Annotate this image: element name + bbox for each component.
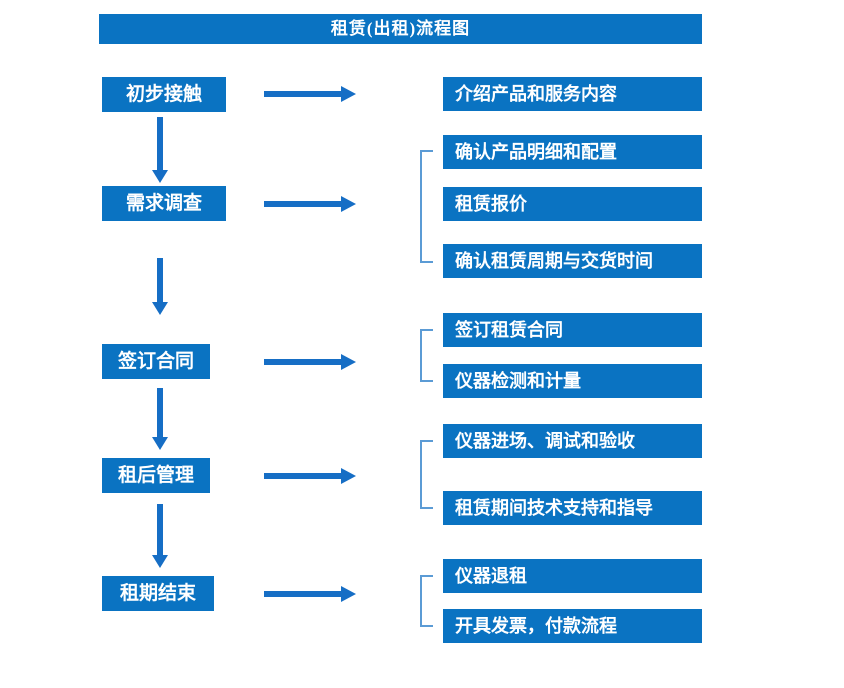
arrow-head	[341, 86, 356, 102]
detail-box-invoice-payment: 开具发票，付款流程	[443, 609, 702, 643]
arrow-shaft	[157, 504, 163, 556]
detail-box-instrument-testing: 仪器检测和计量	[443, 364, 702, 398]
down-arrow-icon	[152, 504, 168, 568]
arrow-shaft	[264, 473, 342, 479]
right-arrow-icon	[264, 468, 356, 484]
group-bracket	[420, 440, 433, 509]
step-box-requirement-survey: 需求调查	[102, 186, 226, 221]
arrow-shaft	[157, 117, 163, 171]
detail-box-sign-rental-contract: 签订租赁合同	[443, 313, 702, 347]
detail-box-instrument-return: 仪器退租	[443, 559, 702, 593]
detail-box-intro-product-services: 介绍产品和服务内容	[443, 77, 702, 111]
arrow-head	[341, 354, 356, 370]
right-arrow-icon	[264, 196, 356, 212]
arrow-shaft	[157, 388, 163, 438]
step-box-rental-end: 租期结束	[102, 576, 214, 611]
arrow-head	[341, 586, 356, 602]
step-box-initial-contact: 初步接触	[102, 77, 226, 112]
down-arrow-icon	[152, 258, 168, 315]
arrow-head	[152, 302, 168, 315]
right-arrow-icon	[264, 86, 356, 102]
step-box-contract-signing: 签订合同	[102, 344, 210, 379]
arrow-shaft	[264, 359, 342, 365]
group-bracket	[420, 150, 433, 263]
arrow-head	[152, 170, 168, 183]
arrow-shaft	[264, 91, 342, 97]
arrow-shaft	[264, 201, 342, 207]
arrow-head	[341, 196, 356, 212]
detail-box-confirm-product-config: 确认产品明细和配置	[443, 135, 702, 169]
arrow-shaft	[157, 258, 163, 303]
detail-box-rental-quote: 租赁报价	[443, 187, 702, 221]
detail-box-instrument-setup-acceptance: 仪器进场、调试和验收	[443, 424, 702, 458]
arrow-head	[341, 468, 356, 484]
down-arrow-icon	[152, 388, 168, 450]
arrow-shaft	[264, 591, 342, 597]
right-arrow-icon	[264, 354, 356, 370]
detail-box-confirm-period-delivery: 确认租赁周期与交货时间	[443, 244, 702, 278]
down-arrow-icon	[152, 117, 168, 183]
right-arrow-icon	[264, 586, 356, 602]
step-box-post-rental-management: 租后管理	[102, 458, 210, 493]
detail-box-rental-tech-support: 租赁期间技术支持和指导	[443, 491, 702, 525]
page-title: 租赁(出租)流程图	[99, 14, 702, 44]
arrow-head	[152, 555, 168, 568]
arrow-head	[152, 437, 168, 450]
group-bracket	[420, 329, 433, 382]
group-bracket	[420, 575, 433, 627]
